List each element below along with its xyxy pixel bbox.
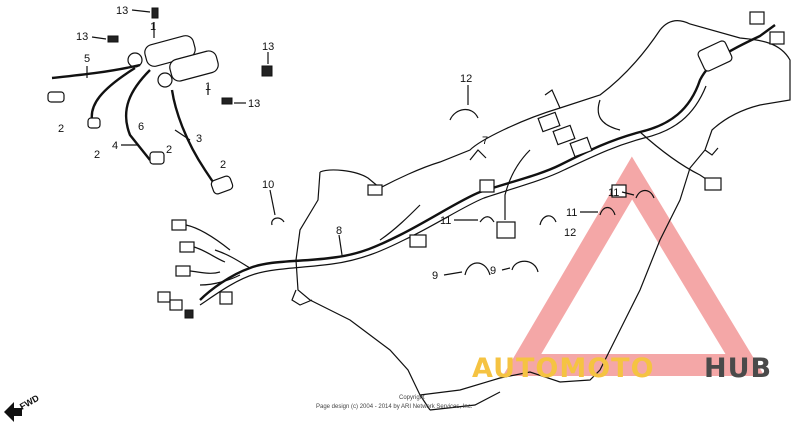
callout-13-right: 13 [262, 41, 274, 53]
callout-2-middle: 2 [94, 149, 100, 161]
forward-arrow-icon [4, 402, 22, 422]
center-connectors [367, 11, 785, 248]
callout-10: 10 [262, 179, 274, 191]
ignition-coils [127, 35, 219, 88]
callout-9-left: 9 [432, 270, 438, 282]
watermark-text-automoto: AUTOMOTO [472, 353, 655, 384]
callout-9-right: 9 [490, 265, 496, 277]
copyright-line-2: Page design (c) 2004 - 2014 by ARI Netwo… [316, 404, 473, 410]
plug-leads [47, 63, 234, 195]
callout-2-right: 2 [220, 159, 226, 171]
callout-2-center: 2 [166, 144, 172, 156]
watermark-text-hub: HUB [704, 353, 772, 384]
callout-6: 6 [138, 121, 144, 133]
callout-13-top: 13 [116, 5, 128, 17]
clamps [271, 109, 655, 276]
callout-8: 8 [336, 225, 342, 237]
callout-11-left: 11 [440, 215, 451, 227]
callout-13-bottom: 13 [248, 98, 260, 110]
frame-outline [291, 20, 791, 411]
copyright-line-1: Copyright [399, 395, 425, 401]
callout-11-right: 11 [608, 187, 619, 199]
callout-1-bottom: 1 [205, 81, 211, 93]
callout-12-top: 12 [460, 73, 472, 85]
callout-3: 3 [196, 133, 202, 145]
copyright: Copyright Page design (c) 2004 - 2014 by… [316, 395, 473, 410]
callout-1-top: 1 [150, 21, 156, 33]
callout-11-middle: 11 [566, 207, 577, 219]
callout-13-left: 13 [76, 31, 88, 43]
watermark-triangle [502, 156, 765, 376]
leader-lines [86, 9, 635, 276]
callout-labels: 13 1 13 5 13 1 13 2 6 3 4 2 2 2 12 7 10 … [58, 5, 619, 282]
bolts [107, 7, 273, 105]
main-harness [199, 24, 776, 306]
fwd-label: FWD [18, 393, 41, 412]
callout-7: 7 [482, 135, 488, 147]
callout-2-left: 2 [58, 123, 64, 135]
watermark-logo: AUTOMOTO HUB [472, 353, 772, 384]
callout-4: 4 [112, 140, 118, 152]
left-connector-cluster [157, 219, 233, 319]
callout-5: 5 [84, 53, 90, 65]
callout-12-right: 12 [564, 227, 576, 239]
